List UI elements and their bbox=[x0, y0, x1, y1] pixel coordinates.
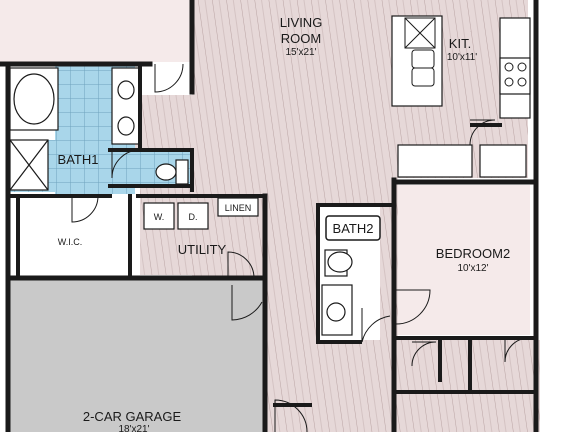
bedroom2-floor bbox=[398, 185, 530, 335]
garage-floor bbox=[10, 280, 265, 432]
linen-label: LINEN bbox=[225, 203, 252, 213]
bath2-label-box bbox=[325, 215, 381, 241]
bath2-label: BATH2 bbox=[333, 221, 374, 236]
kitchen-label: KIT. bbox=[449, 36, 471, 51]
kitchen-dims: 10'x11' bbox=[447, 52, 477, 63]
garage-dims: 18'x21' bbox=[118, 424, 149, 432]
bedroom2-label: BEDROOM2 bbox=[436, 246, 510, 261]
door-swings bbox=[71, 63, 529, 432]
garage-label: 2-CAR GARAGE bbox=[83, 409, 182, 424]
living-room-dims: 15'x21' bbox=[285, 47, 316, 58]
wic-floor bbox=[18, 205, 124, 275]
living-room-label-line2: ROOM bbox=[281, 31, 321, 46]
bath1-label: BATH1 bbox=[58, 152, 99, 167]
dryer-label: D. bbox=[189, 212, 198, 222]
shower bbox=[9, 139, 49, 191]
bath2-toilet bbox=[324, 249, 353, 277]
walls bbox=[0, 0, 539, 432]
bathtub bbox=[9, 67, 59, 131]
kitchen-sink bbox=[404, 17, 436, 87]
bath1-vanity bbox=[111, 67, 141, 145]
wic-label: W.I.C. bbox=[58, 237, 83, 247]
washer-dryer bbox=[143, 202, 209, 230]
kitchen-range bbox=[504, 62, 527, 87]
bath2-vanity bbox=[321, 284, 353, 336]
living-room-label: LIVING bbox=[280, 15, 323, 30]
bedroom2-dims: 10'x12' bbox=[457, 263, 488, 274]
utility-label: UTILITY bbox=[178, 242, 227, 257]
washer-label: W. bbox=[154, 212, 165, 222]
upper-left-bedroom-floor bbox=[0, 0, 192, 62]
bath1-toilet bbox=[155, 159, 189, 185]
